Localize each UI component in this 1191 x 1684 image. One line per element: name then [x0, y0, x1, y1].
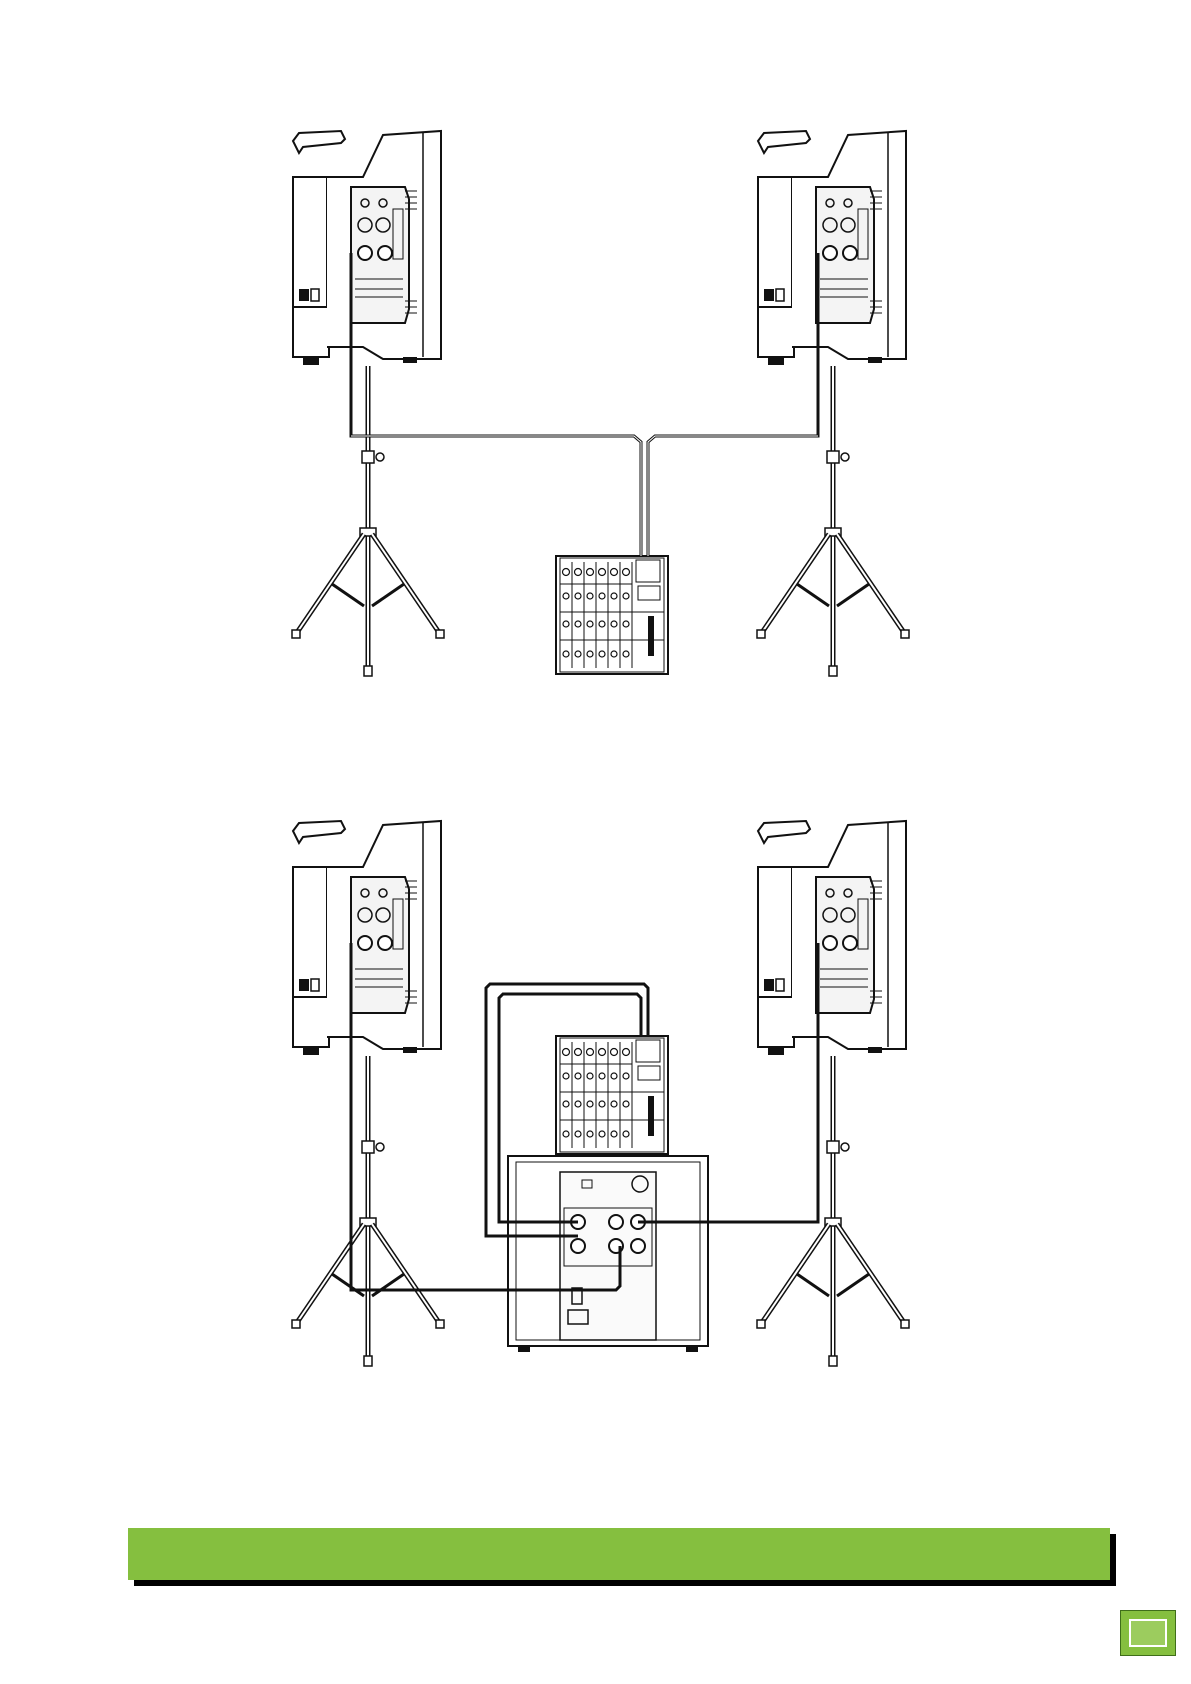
right-stand-1	[757, 366, 909, 676]
left-speaker-2	[293, 821, 441, 1055]
left-speaker-1	[293, 131, 441, 365]
mixer-2	[556, 1036, 668, 1154]
setup-1	[292, 131, 909, 676]
subwoofer	[508, 1156, 708, 1352]
left-stand-2	[292, 1056, 444, 1366]
right-stand-2	[757, 1056, 909, 1366]
left-stand-1	[292, 366, 444, 676]
right-speaker-2	[758, 821, 906, 1055]
setup-2	[292, 821, 909, 1366]
page-tab-inner	[1129, 1619, 1167, 1647]
page-tab-icon	[1120, 1610, 1176, 1656]
mixer-1	[556, 556, 668, 674]
right-speaker-1	[758, 131, 906, 365]
green-footer-bar	[128, 1528, 1110, 1580]
